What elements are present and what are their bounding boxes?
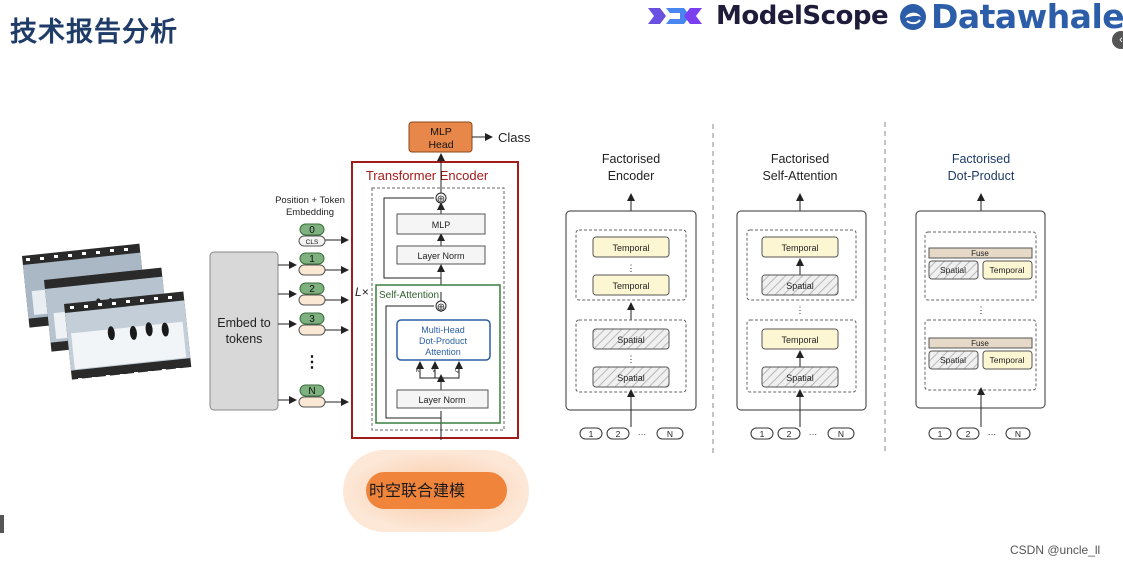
- factorised-encoder-diagram: Factorised Encoder Temporal ⋮ Temporal S…: [565, 152, 697, 440]
- mlp-head-line1: MLP: [430, 126, 452, 138]
- factorised-self-attention-diagram: Factorised Self-Attention Temporal Spati…: [736, 152, 867, 440]
- token-ellipsis: ⋮: [304, 354, 320, 371]
- mlp-label: MLP: [432, 220, 451, 230]
- fsa-temporal-top: Temporal: [781, 243, 818, 253]
- kvq-arrows: [416, 361, 463, 382]
- token-n-label: N: [308, 386, 315, 397]
- fdp-title-line2: Dot-Product: [948, 169, 1015, 183]
- fdp-temporal-bottom: Temporal: [990, 355, 1025, 365]
- fsa-token-1: 1: [760, 429, 765, 439]
- svg-text:⋮: ⋮: [796, 305, 805, 315]
- svg-text:⋮: ⋮: [977, 305, 986, 315]
- fsa-spatial-bottom: Spatial: [786, 373, 814, 383]
- mhdpa-line2: Dot-Product: [419, 336, 468, 346]
- embed-label-line2: tokens: [226, 332, 263, 346]
- position-token-line2: Embedding: [286, 207, 334, 218]
- fdp-temporal-top: Temporal: [990, 265, 1025, 275]
- fsa-token-2: 2: [787, 429, 792, 439]
- v-label: V: [432, 368, 436, 374]
- fdp-spatial-top: Spatial: [940, 265, 966, 275]
- q-label: Q: [455, 368, 460, 374]
- fe-token-dots: ···: [638, 429, 647, 439]
- factorised-dot-product-diagram: Factorised Dot-Product Fuse Spatial Temp…: [915, 152, 1046, 440]
- encoder-layer-dashed-box: [371, 187, 505, 431]
- plus-top: ⊕: [437, 194, 445, 205]
- fe-spatial-top: Spatial: [617, 335, 645, 345]
- fsa-title-line2: Self-Attention: [762, 169, 837, 183]
- modelscope-logo-icon: [648, 8, 702, 24]
- fsa-token-dots: ···: [809, 429, 818, 439]
- lx-label: L×: [355, 285, 369, 299]
- cls-token-label: CLS: [306, 239, 319, 246]
- token-arrows: [325, 236, 349, 406]
- residual-add-bottom-icon: [435, 300, 447, 312]
- fe-title-line1: Factorised: [602, 152, 660, 166]
- fe-temporal-bottom: Temporal: [612, 281, 649, 291]
- token-column: 0 CLS 1 2 3 ⋮ N: [298, 223, 326, 408]
- fdp-fuse-top: Fuse: [971, 249, 989, 258]
- layer-norm-upper-label: Layer Norm: [417, 251, 464, 261]
- modelscope-text: ModelScope: [716, 1, 889, 31]
- residual-add-top-icon: [435, 192, 447, 204]
- datawhale-logo-icon: [900, 4, 926, 30]
- k-label: K: [416, 368, 420, 374]
- fsa-spatial-top: Spatial: [786, 281, 814, 291]
- highlight-pill: [366, 472, 507, 509]
- token-0-label: 0: [309, 225, 315, 236]
- fdp-token-dots: ···: [988, 429, 997, 439]
- embed-label-line1: Embed to: [217, 316, 271, 330]
- fe-title-line2: Encoder: [608, 169, 655, 183]
- token-3-label: 3: [309, 314, 315, 325]
- token-1-label: 1: [309, 254, 315, 265]
- layer-norm-upper-box: [396, 245, 486, 265]
- fe-temporal-top: Temporal: [612, 243, 649, 253]
- fdp-title-line1: Factorised: [952, 152, 1010, 166]
- layer-norm-lower-label: Layer Norm: [418, 395, 465, 405]
- mhdpa-line1: Multi-Head: [421, 325, 465, 335]
- fe-token-2: 2: [616, 429, 621, 439]
- transformer-encoder-box: [351, 161, 519, 439]
- fdp-spatial-bottom: Spatial: [940, 355, 966, 365]
- close-icon[interactable]: ‹: [1112, 31, 1123, 49]
- multi-head-attention-box: [396, 319, 491, 361]
- fdp-token-n: N: [1015, 429, 1021, 439]
- layer-norm-lower-box: [396, 389, 489, 409]
- position-token-line1: Position + Token: [275, 195, 345, 206]
- video-frames: [22, 243, 192, 381]
- fdp-fuse-bottom: Fuse: [971, 339, 989, 348]
- fsa-token-n: N: [838, 429, 844, 439]
- embed-arrows: [278, 261, 297, 404]
- fe-spatial-bottom: Spatial: [617, 373, 645, 383]
- fe-token-n: N: [667, 429, 673, 439]
- highlight-label: 时空联合建模: [369, 482, 465, 500]
- fe-token-1: 1: [589, 429, 594, 439]
- embed-to-tokens-box: [209, 251, 279, 411]
- csdn-watermark: CSDN @uncle_ll: [1010, 543, 1101, 557]
- scroll-marker: [0, 515, 4, 533]
- plus-bottom: ⊕: [437, 302, 445, 313]
- encoder-flow-lines: [383, 153, 445, 440]
- svg-text:⋮: ⋮: [627, 354, 636, 364]
- fsa-title-line1: Factorised: [771, 152, 829, 166]
- mhdpa-line3: Attention: [425, 347, 461, 357]
- mlp-box: [396, 213, 486, 235]
- svg-text:⋮: ⋮: [627, 263, 636, 273]
- token-2-label: 2: [309, 284, 315, 295]
- transformer-encoder-title: Transformer Encoder: [366, 168, 489, 183]
- fsa-temporal-bottom: Temporal: [781, 335, 818, 345]
- self-attention-box: [375, 284, 501, 424]
- datawhale-text: Datawhale: [931, 0, 1123, 36]
- self-attention-title: Self-Attention: [379, 290, 439, 301]
- mlp-head-line2: Head: [428, 139, 453, 151]
- class-label: Class: [498, 130, 531, 145]
- slide-title: 技术报告分析: [10, 17, 178, 48]
- fdp-token-1: 1: [938, 429, 943, 439]
- fdp-token-2: 2: [966, 429, 971, 439]
